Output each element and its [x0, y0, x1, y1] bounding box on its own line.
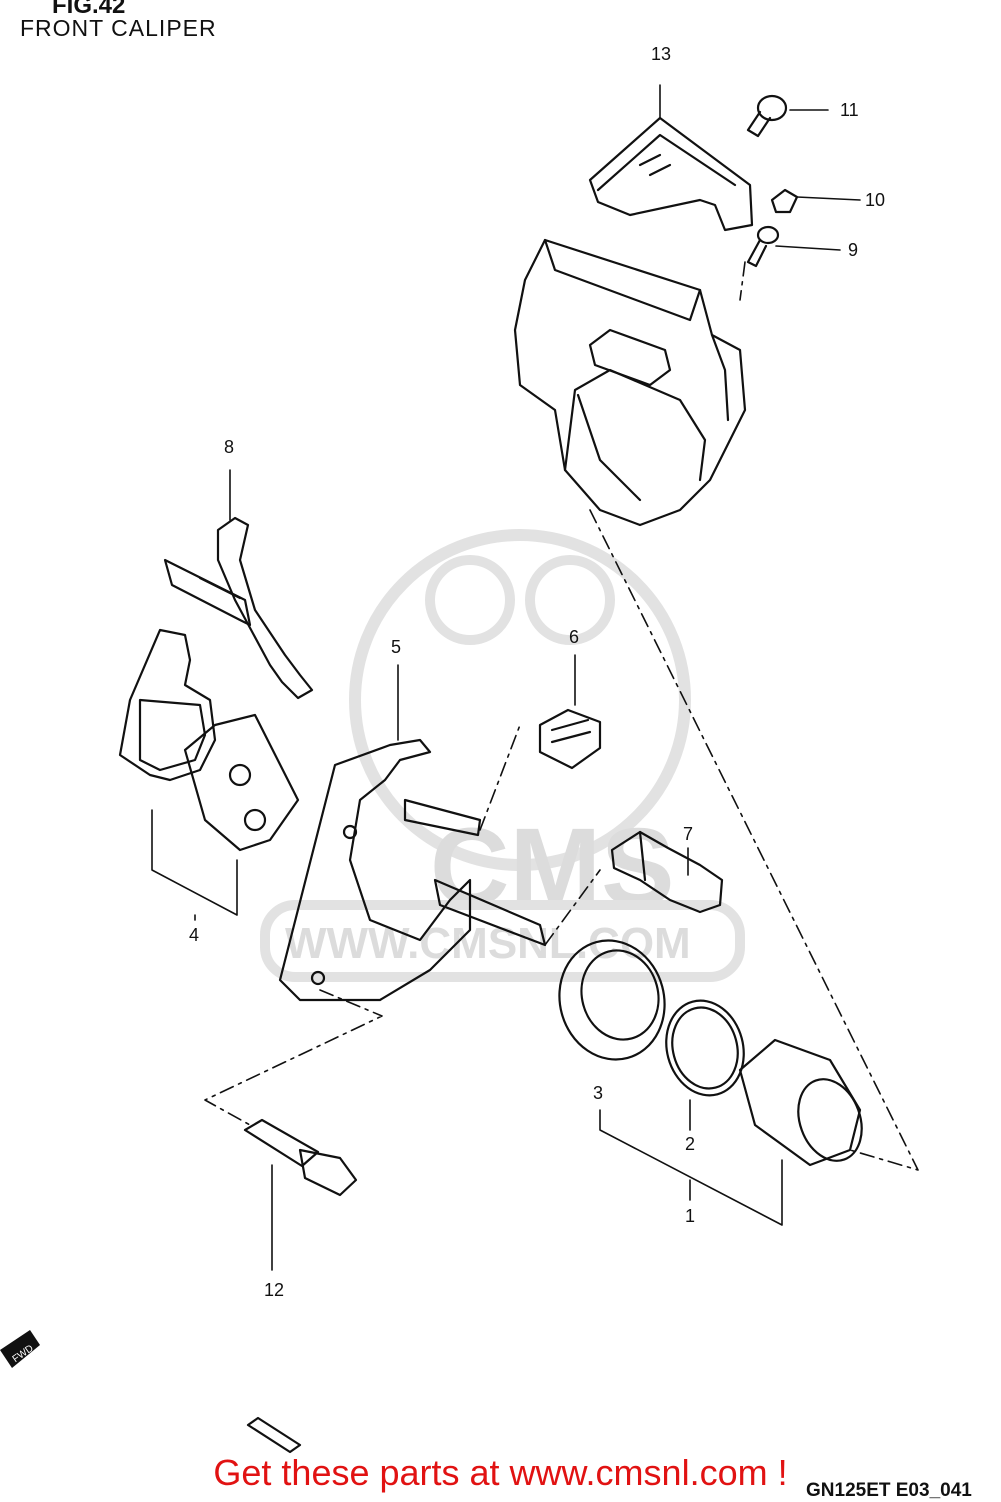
part-6-boot: [538, 708, 602, 770]
fwd-arrow-icon: FWD: [0, 1330, 40, 1368]
callout-7: 7: [683, 824, 693, 844]
callouts: 13 11 10 9 8 5 6 7 4 3 2 1 12: [189, 44, 885, 1300]
part-4-pads: [118, 628, 300, 852]
part-7-pin: [610, 830, 724, 914]
caliper-body: [513, 238, 747, 527]
callout-9: 9: [848, 240, 858, 260]
watermark: CMS WWW.CMSNL.COM: [260, 529, 745, 982]
diagram-code: GN125ET E03_041: [806, 1480, 972, 1501]
callout-5: 5: [391, 637, 401, 657]
part-8-spring: [163, 516, 314, 700]
callout-11: 11: [840, 100, 859, 120]
part-12-bolt: [243, 1118, 358, 1454]
watermark-url: WWW.CMSNL.COM: [285, 919, 691, 968]
promo-banner[interactable]: Get these parts at www.cmsnl.com !: [213, 1452, 788, 1493]
figure-title: FRONT CALIPER: [20, 15, 217, 41]
callout-2: 2: [685, 1134, 695, 1154]
watermark-logo: CMS: [430, 806, 674, 929]
part-3-seal: [558, 939, 666, 1061]
callout-13: 13: [651, 44, 671, 64]
callout-1: 1: [685, 1206, 695, 1226]
part-13-cover: [588, 116, 754, 232]
part-11-bolt: [746, 94, 788, 138]
callout-8: 8: [224, 437, 234, 457]
callout-12: 12: [264, 1280, 284, 1300]
part-2-ring: [665, 999, 745, 1097]
part-10-cap: [770, 188, 799, 214]
leader-lines: [151, 84, 919, 1271]
part-9-bleeder: [746, 225, 780, 268]
figure-number: FIG.42: [52, 0, 126, 19]
callout-4: 4: [189, 925, 199, 945]
part-1-piston: [738, 1038, 863, 1167]
callout-6: 6: [569, 627, 579, 647]
callout-3: 3: [593, 1083, 603, 1103]
callout-10: 10: [865, 190, 885, 210]
